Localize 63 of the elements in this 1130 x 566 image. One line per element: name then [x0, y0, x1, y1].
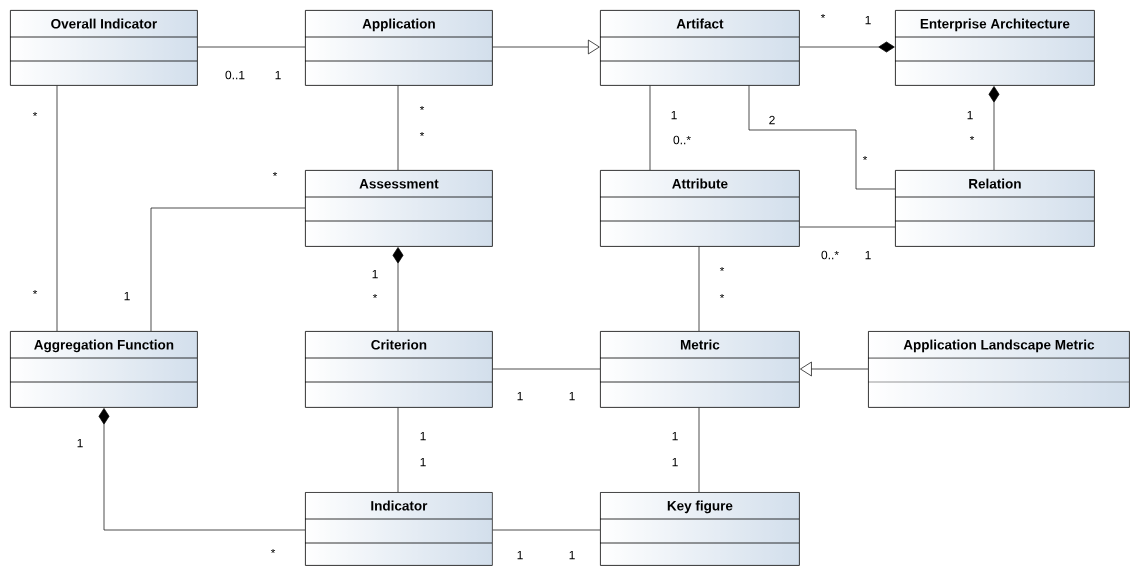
association-line	[748, 85, 896, 190]
association-line	[698, 246, 700, 332]
class-box: Key figure	[599, 492, 800, 566]
multiplicity-label: 1	[569, 550, 575, 560]
composition-line	[988, 86, 1000, 171]
class-box: Overall Indicator	[9, 10, 198, 86]
multiplicity-label: *	[419, 105, 425, 111]
multiplicity-label: 1	[671, 110, 677, 120]
class-box: Metric	[599, 331, 800, 408]
multiplicity-label: 1	[275, 70, 281, 80]
class-box: Indicator	[304, 492, 493, 566]
generalization-arrow	[492, 39, 600, 55]
multiplicity-label: *	[372, 293, 378, 299]
multiplicity-label: 1	[420, 431, 426, 441]
class-box: Assessment	[304, 170, 493, 247]
multiplicity-label: 2	[769, 115, 775, 125]
class-box: Aggregation Function	[9, 331, 198, 408]
multiplicity-label: *	[272, 171, 278, 177]
association-line	[197, 46, 306, 48]
multiplicity-label: 1	[517, 391, 523, 401]
association-line	[150, 207, 306, 332]
multiplicity-label: 1	[865, 250, 871, 260]
multiplicity-label: 1	[77, 438, 83, 448]
multiplicity-label: 1	[569, 391, 575, 401]
class-box: Criterion	[304, 331, 493, 408]
multiplicity-label: 0..*	[673, 135, 691, 145]
composition-line	[392, 247, 404, 332]
association-line	[492, 529, 601, 531]
multiplicity-label: *	[32, 289, 38, 295]
association-line	[397, 85, 399, 171]
generalization-arrow	[800, 361, 869, 377]
association-line	[56, 85, 58, 332]
class-box: Application	[304, 10, 493, 86]
multiplicity-label: 1	[372, 269, 378, 279]
multiplicity-label: 0..*	[821, 250, 839, 260]
association-line	[492, 368, 601, 370]
multiplicity-label: *	[270, 548, 276, 554]
multiplicity-label: 1	[124, 291, 130, 301]
multiplicity-label: 1	[865, 15, 871, 25]
multiplicity-label: 1	[420, 457, 426, 467]
class-box: Attribute	[599, 170, 800, 247]
association-line	[799, 226, 896, 228]
multiplicity-label: 1	[672, 457, 678, 467]
association-line	[397, 407, 399, 493]
multiplicity-label: 1	[967, 110, 973, 120]
multiplicity-label: 0..1	[225, 70, 245, 80]
class-box: Application Landscape Metric	[867, 331, 1130, 408]
multiplicity-label: *	[32, 111, 38, 117]
composition-line	[98, 408, 306, 531]
association-line	[698, 407, 700, 493]
association-line	[649, 85, 651, 171]
multiplicity-label: 1	[517, 550, 523, 560]
class-box: Artifact	[599, 10, 800, 86]
multiplicity-label: *	[719, 293, 725, 299]
class-box: Relation	[894, 170, 1095, 247]
composition-line	[799, 41, 895, 53]
multiplicity-label: *	[969, 135, 975, 141]
class-box: Enterprise Architecture	[894, 10, 1095, 86]
multiplicity-label: 1	[672, 431, 678, 441]
multiplicity-label: *	[862, 155, 868, 161]
multiplicity-label: *	[719, 266, 725, 272]
multiplicity-label: *	[820, 13, 826, 19]
multiplicity-label: *	[419, 131, 425, 137]
